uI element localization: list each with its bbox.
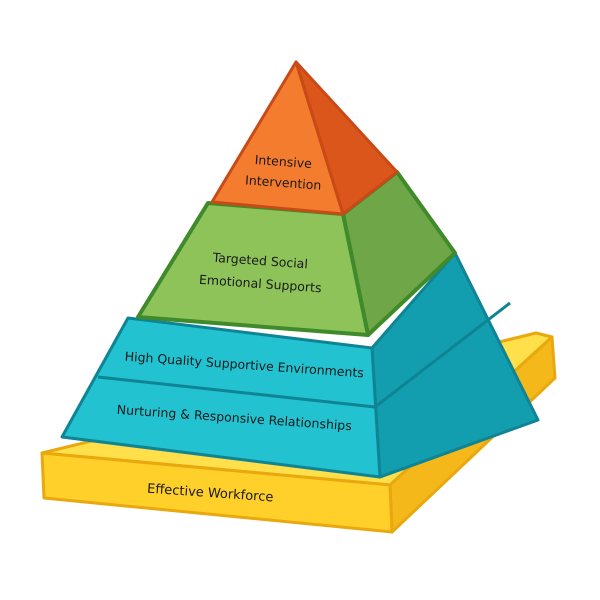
- teal-front-face: [60, 316, 382, 479]
- tier-targeted-label-line1: Targeted Social: [211, 250, 308, 272]
- base-front-face: [40, 451, 394, 534]
- teal-divider-line: [97, 301, 511, 409]
- green-front-face: [136, 201, 370, 337]
- tier-intensive-label-line1: Intensive: [254, 152, 312, 171]
- teal-section: [60, 251, 540, 479]
- orange-front-face: [210, 60, 345, 216]
- tier-intensive-label-line2: Intervention: [245, 172, 322, 192]
- orange-section: [210, 60, 399, 216]
